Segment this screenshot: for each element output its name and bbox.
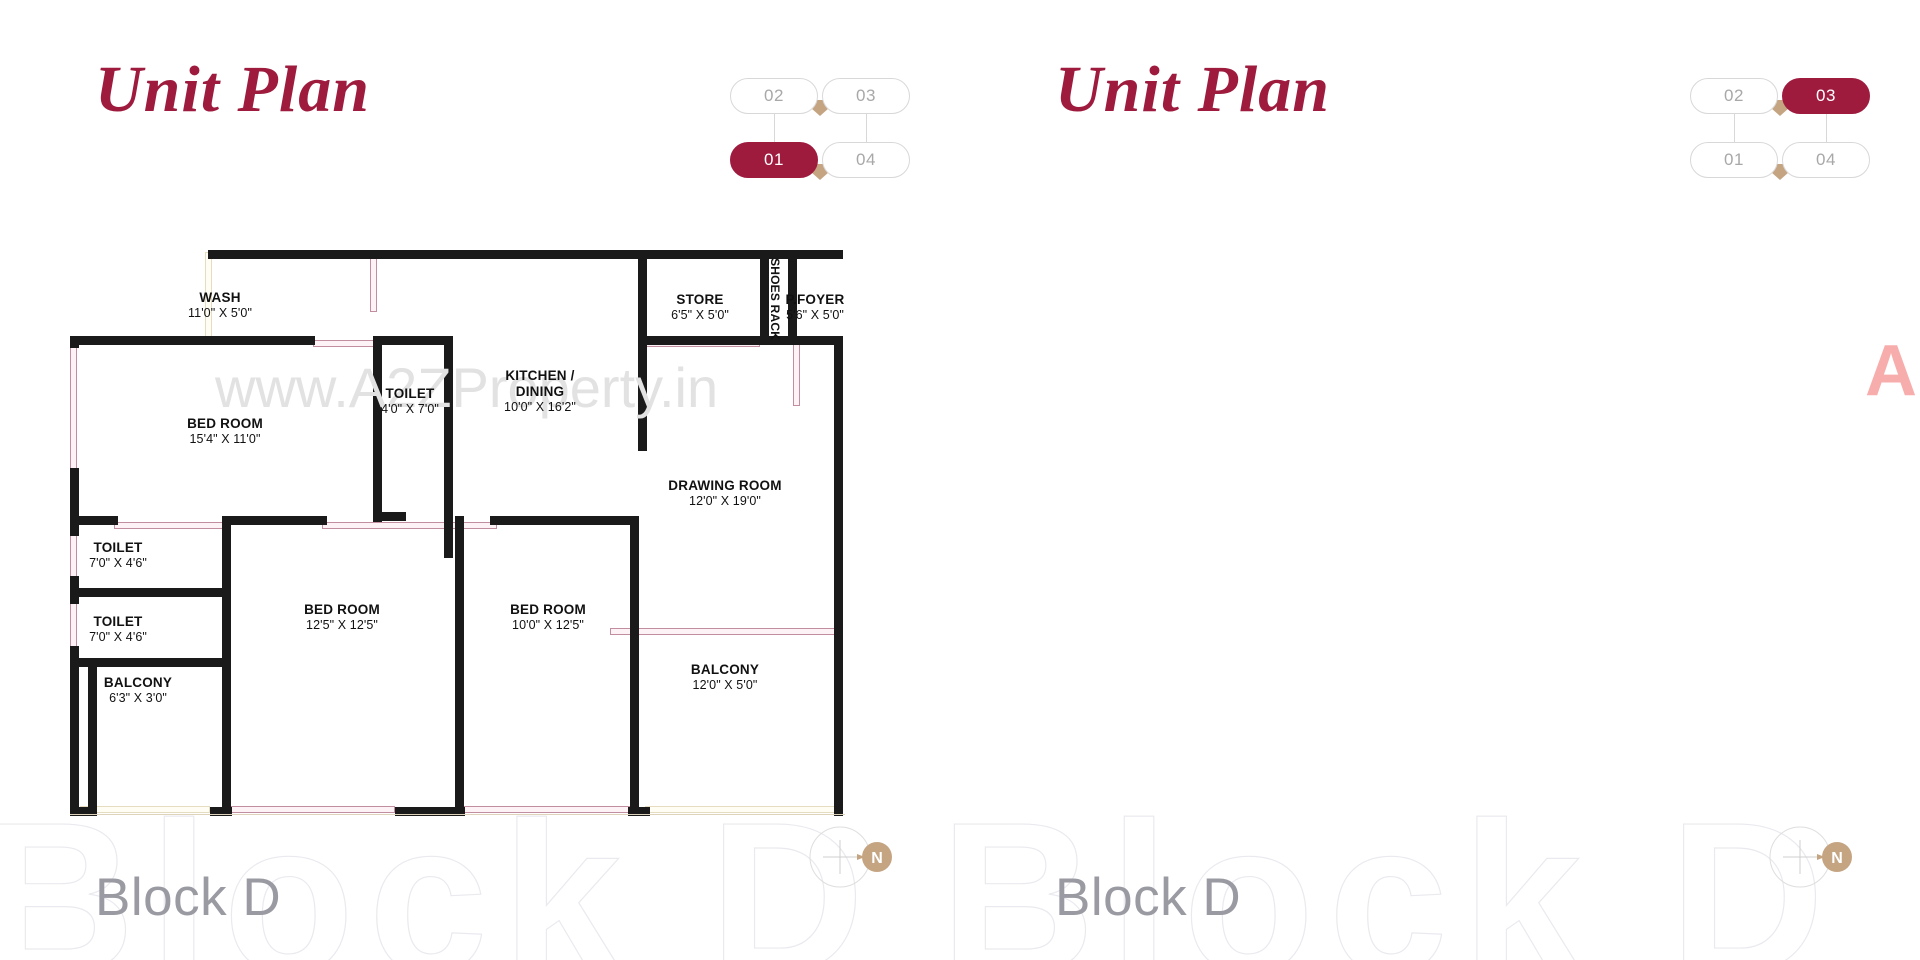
compass-north-right: N xyxy=(1755,815,1865,905)
wall xyxy=(444,336,453,558)
tab-connector xyxy=(1734,112,1735,144)
wall xyxy=(70,807,90,816)
wall xyxy=(88,658,97,816)
wall xyxy=(70,336,315,345)
wall xyxy=(788,250,797,342)
room-label-drawing-room: DRAWING ROOM 12'0" X 19'0" xyxy=(668,478,782,508)
tab-unit-04[interactable]: 04 xyxy=(1782,142,1870,178)
unit-plan-panel-right: Unit Plan 02 03 01 04 A2Z Property xyxy=(939,0,1920,960)
block-label-right: Block D xyxy=(1055,868,1242,927)
tab-connector xyxy=(1826,112,1827,144)
wall xyxy=(70,646,79,816)
wall xyxy=(208,250,843,259)
wall xyxy=(638,336,764,345)
tab-unit-02[interactable]: 02 xyxy=(730,78,818,114)
tab-unit-04[interactable]: 04 xyxy=(822,142,910,178)
window xyxy=(313,340,378,347)
room-label-bedroom-2: BED ROOM 12'5" X 12'5" xyxy=(304,602,380,632)
window xyxy=(70,342,77,472)
room-label-wash: WASH 11'0" X 5'0" xyxy=(188,290,252,320)
page-title-right: Unit Plan xyxy=(1055,53,1330,126)
room-label-balcony-2: BALCONY 12'0" X 5'0" xyxy=(690,662,760,692)
window xyxy=(322,522,497,529)
boundary-line xyxy=(70,814,845,815)
tab-unit-01[interactable]: 01 xyxy=(1690,142,1778,178)
wall xyxy=(210,807,232,816)
room-label-toilet-3: TOILET 7'0" X 4'6" xyxy=(89,614,147,644)
window xyxy=(370,254,377,312)
room-label-pfoyer: P.FOYER 5'6" X 5'0" xyxy=(785,292,845,322)
window xyxy=(114,522,224,529)
wall xyxy=(760,250,769,342)
svg-text:N: N xyxy=(1831,850,1843,867)
wall xyxy=(70,468,79,536)
wall xyxy=(628,807,650,816)
tab-unit-03[interactable]: 03 xyxy=(1782,78,1870,114)
window xyxy=(793,342,800,406)
room-label-bedroom-3: BED ROOM 10'0" X 12'5" xyxy=(510,602,586,632)
wall xyxy=(373,512,406,521)
compass-north-left: N xyxy=(795,815,905,905)
room-label-balcony-1: BALCONY 6'3" X 3'0" xyxy=(103,675,173,705)
watermark-logo: A2Z Property xyxy=(1865,331,1920,411)
unit-plan-panel-left: Unit Plan 02 03 01 04 xyxy=(0,53,910,960)
wall xyxy=(490,516,638,525)
page-title-left: Unit Plan xyxy=(95,53,370,126)
wall xyxy=(70,588,222,597)
wall xyxy=(760,336,843,345)
room-label-toilet-2: TOILET 7'0" X 4'6" xyxy=(89,540,147,570)
room-label-bedroom-1: BED ROOM 15'4" X 11'0" xyxy=(187,416,263,446)
wall xyxy=(834,336,843,816)
room-label-kitchen-dining: KITCHEN / DINING 10'0" X 16'2" xyxy=(504,368,576,414)
wall xyxy=(395,807,465,816)
room-label-store: STORE 6'5" X 5'0" xyxy=(671,292,729,322)
wall xyxy=(70,658,222,667)
room-label-shoes-rack: SHOES RACK xyxy=(768,258,783,341)
unit-tab-selector-right[interactable]: 02 03 01 04 xyxy=(1690,78,1870,180)
block-label-outline-left: Block D xyxy=(0,776,879,960)
wall xyxy=(455,516,464,816)
wall xyxy=(70,516,118,525)
floorplan-left: WASH 11'0" X 5'0" STORE 6'5" X 5'0" SHOE… xyxy=(70,250,900,820)
block-label-outline-right: Block D xyxy=(939,776,1839,960)
wall xyxy=(373,336,382,522)
room-label-toilet-1: TOILET 4'0" X 7'0" xyxy=(381,386,439,416)
wall xyxy=(375,336,445,345)
wall xyxy=(222,516,327,525)
wall xyxy=(222,516,231,816)
tab-unit-01[interactable]: 01 xyxy=(730,142,818,178)
block-label-left: Block D xyxy=(95,868,282,927)
window xyxy=(70,530,77,582)
tab-connector xyxy=(774,112,775,144)
tab-unit-02[interactable]: 02 xyxy=(1690,78,1778,114)
wall xyxy=(630,516,639,816)
wall xyxy=(638,250,647,342)
wall xyxy=(638,336,647,451)
window xyxy=(610,628,840,635)
window xyxy=(70,598,77,650)
unit-tab-selector-left[interactable]: 02 03 01 04 xyxy=(730,78,910,180)
svg-text:N: N xyxy=(871,850,883,867)
tab-unit-03[interactable]: 03 xyxy=(822,78,910,114)
tab-connector xyxy=(866,112,867,144)
